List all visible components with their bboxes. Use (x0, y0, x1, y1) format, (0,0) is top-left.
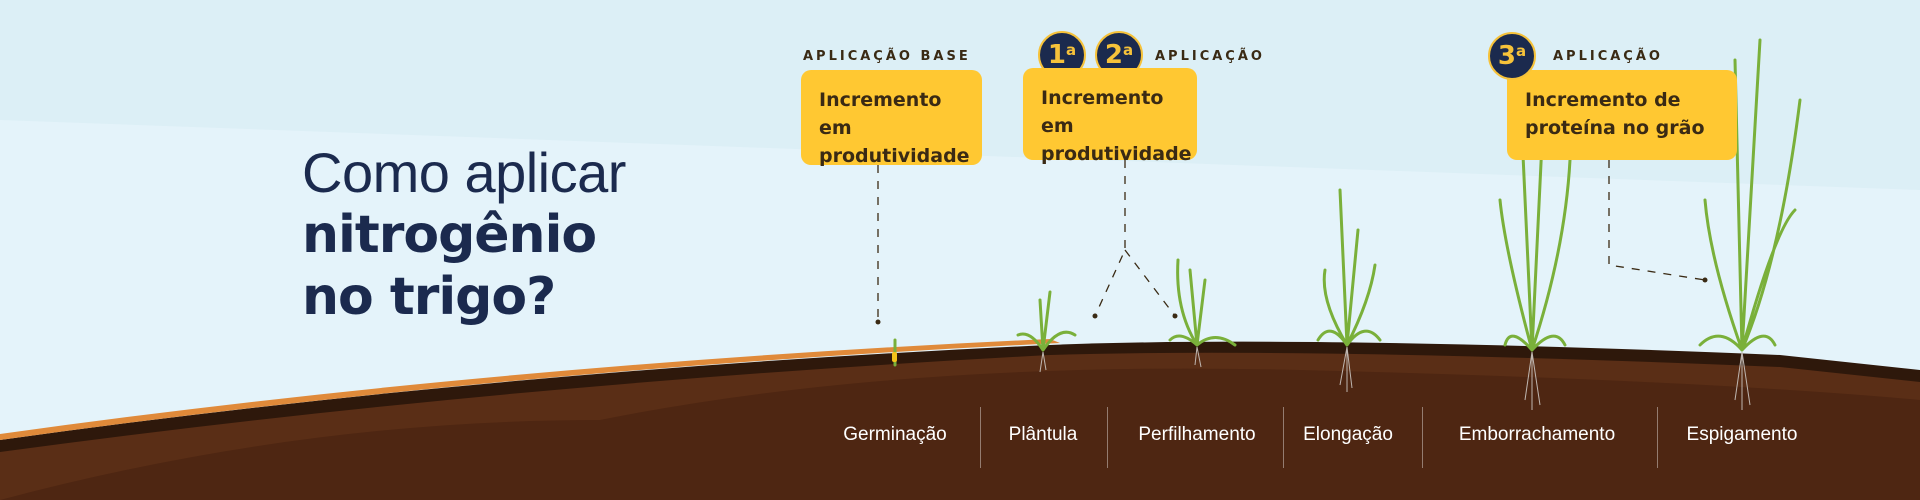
divider (1283, 407, 1284, 468)
title-line-1: Como aplicar (302, 141, 626, 204)
title-line-2: nitrogênio (302, 205, 597, 265)
stage-emborrachamento: Emborrachamento (1458, 424, 1616, 445)
stage-germinacao: Germinação (843, 424, 947, 445)
divider (1107, 407, 1108, 468)
page-title: Como aplicar nitrogênio no trigo? (302, 142, 626, 328)
title-line-3: no trigo? (302, 267, 556, 327)
divider (980, 407, 981, 468)
application-3-tag: APLICAÇÃO (1553, 49, 1663, 64)
stage-perfilhamento: Perfilhamento (1138, 424, 1256, 445)
stage-plantula: Plântula (1008, 424, 1078, 445)
divider (1422, 407, 1423, 468)
divider (1657, 407, 1658, 468)
roots (1039, 346, 1751, 410)
application-12-tag: APLICAÇÃO (1155, 49, 1265, 64)
stage-espigamento: Espigamento (1686, 424, 1798, 445)
stage-elongacao: Elongação (1303, 424, 1393, 445)
application-base-box: Incremento em produtividade (801, 70, 982, 167)
application-3-box: Incremento de proteína no grão (1507, 70, 1737, 160)
application-base-tag: APLICAÇÃO BASE (803, 49, 971, 64)
application-12-box: Incremento em produtividade (1023, 68, 1197, 165)
